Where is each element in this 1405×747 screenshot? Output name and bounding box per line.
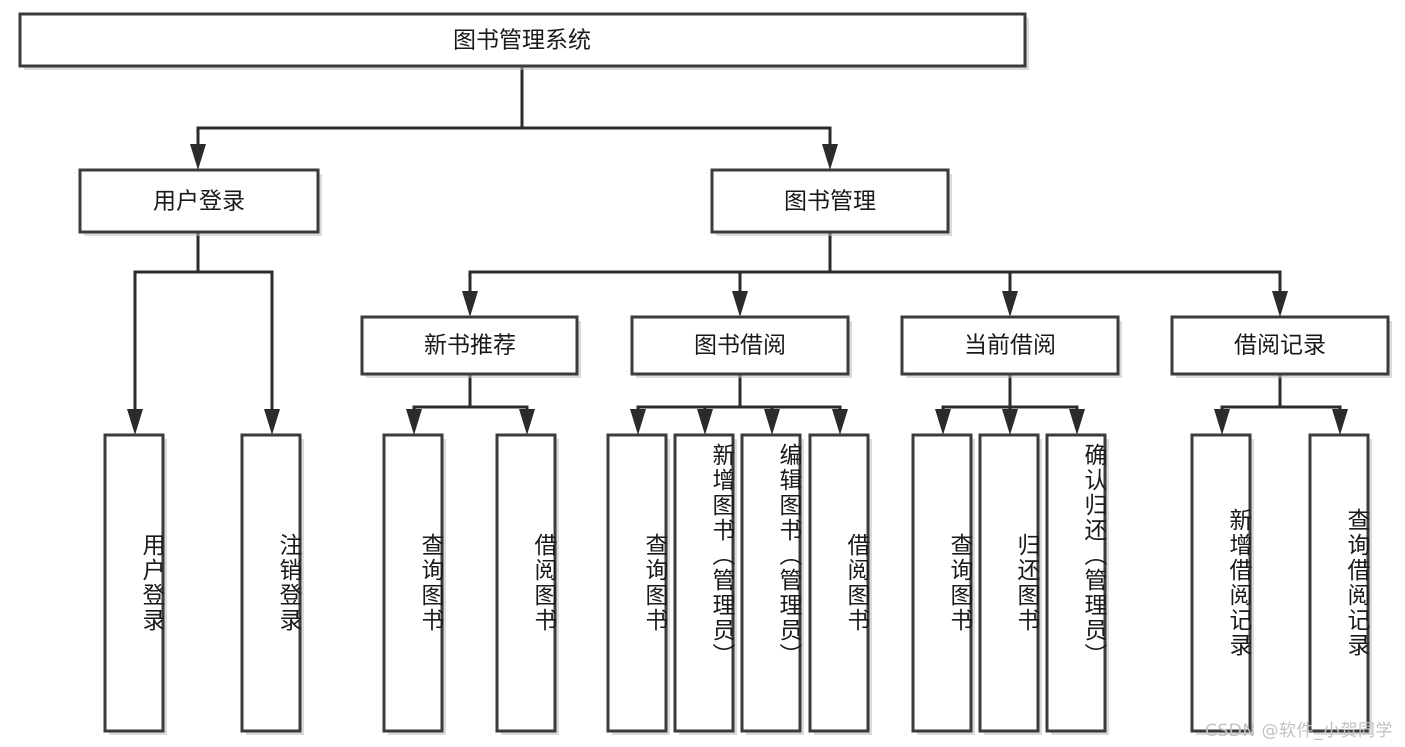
node-book-manage-label: 图书管理 bbox=[784, 189, 876, 215]
leaf-boxes bbox=[103, 433, 1372, 735]
node-leaf-user-login[interactable] bbox=[103, 433, 167, 735]
node-current-borrow-label: 当前借阅 bbox=[964, 333, 1056, 359]
connector-userlogin-to-leaves bbox=[127, 230, 280, 435]
connector-bookmanage-to-level2 bbox=[462, 230, 1288, 317]
node-book-borrow[interactable]: 图书借阅 bbox=[630, 315, 852, 378]
connector-bookborrow-to-leaves bbox=[630, 372, 848, 435]
connector-root-to-level1 bbox=[190, 64, 838, 170]
node-book-borrow-label: 图书借阅 bbox=[694, 333, 786, 359]
node-user-login-label: 用户登录 bbox=[153, 189, 245, 215]
connector-borrowrecord-to-leaves bbox=[1214, 372, 1348, 435]
node-leaf-query-book-3[interactable] bbox=[911, 433, 975, 735]
node-new-book-rec-label: 新书推荐 bbox=[424, 333, 516, 359]
node-leaf-query-book-1[interactable] bbox=[382, 433, 446, 735]
node-leaf-confirm-return[interactable] bbox=[1045, 433, 1109, 735]
connector-newbook-to-leaves bbox=[406, 372, 535, 435]
node-leaf-user-logout[interactable] bbox=[240, 433, 304, 735]
watermark: CSDN @软件_小贺同学 bbox=[1205, 721, 1393, 741]
node-leaf-add-record[interactable] bbox=[1190, 433, 1254, 735]
node-leaf-edit-book[interactable] bbox=[740, 433, 804, 735]
node-new-book-rec[interactable]: 新书推荐 bbox=[360, 315, 581, 378]
node-root[interactable]: 图书管理系统 bbox=[18, 12, 1029, 70]
node-user-login[interactable]: 用户登录 bbox=[78, 168, 322, 236]
node-leaf-borrow-book-1[interactable] bbox=[495, 433, 559, 735]
node-current-borrow[interactable]: 当前借阅 bbox=[900, 315, 1122, 378]
connector-currentborrow-to-leaves bbox=[935, 372, 1085, 435]
node-leaf-add-book[interactable] bbox=[673, 433, 737, 735]
node-leaf-borrow-book-2[interactable] bbox=[808, 433, 872, 735]
node-book-manage[interactable]: 图书管理 bbox=[710, 168, 952, 236]
node-borrow-record-label: 借阅记录 bbox=[1234, 333, 1326, 359]
node-leaf-query-record[interactable] bbox=[1308, 433, 1372, 735]
node-leaf-return-book[interactable] bbox=[978, 433, 1042, 735]
node-leaf-query-book-2[interactable] bbox=[606, 433, 670, 735]
node-root-label: 图书管理系统 bbox=[453, 28, 591, 54]
node-borrow-record[interactable]: 借阅记录 bbox=[1170, 315, 1392, 378]
